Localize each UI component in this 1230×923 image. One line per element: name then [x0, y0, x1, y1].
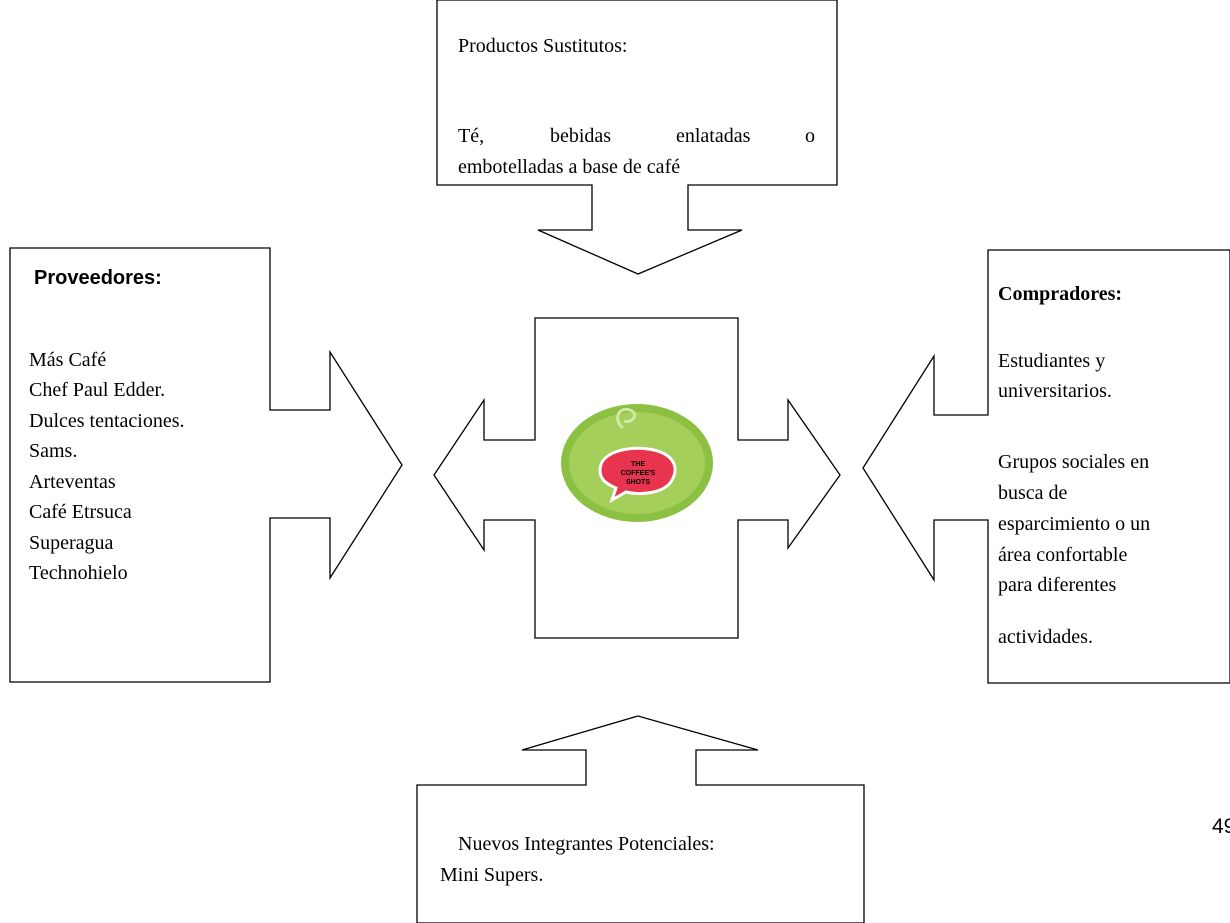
logo-text-line: SHOTS	[626, 479, 650, 486]
substitutes-word-2: bebidas	[550, 125, 611, 147]
page-number: 49	[1212, 815, 1230, 838]
logo-text-line: THE	[631, 461, 645, 468]
substitutes-word-4: o	[805, 125, 815, 147]
buyers-line: universitarios.	[998, 380, 1112, 402]
logo-text-line: COFFEE'S	[621, 470, 656, 477]
suppliers-item: Chef Paul Edder.	[29, 379, 165, 401]
substitutes-word-3: enlatadas	[676, 125, 751, 147]
bottom-arrow-shape	[416, 715, 865, 923]
suppliers-item: Technohielo	[29, 562, 128, 584]
suppliers-item: Arteventas	[29, 471, 116, 493]
buyers-title: Compradores:	[998, 283, 1122, 305]
substitutes-word-1: Té,	[458, 125, 484, 147]
buyers-line: Estudiantes y	[998, 350, 1105, 372]
suppliers-item: Más Café	[29, 349, 106, 371]
left-arrow-shape	[9, 247, 403, 683]
substitutes-text-line2: embotelladas a base de café	[458, 156, 680, 178]
buyers-line: para diferentes	[998, 574, 1116, 596]
suppliers-item: Superagua	[29, 532, 114, 554]
buyers-line: busca de	[998, 482, 1068, 504]
suppliers-title: Proveedores:	[34, 267, 162, 289]
suppliers-item: Dulces tentaciones.	[29, 410, 185, 432]
buyers-line: esparcimiento o un	[998, 513, 1150, 535]
buyers-line: área confortable	[998, 544, 1127, 566]
new-entrants-title: Nuevos Integrantes Potenciales:	[458, 833, 715, 855]
substitutes-title: Productos Sustitutos:	[458, 35, 627, 57]
new-entrants-line: Mini Supers.	[440, 864, 543, 886]
logo-swirl	[616, 407, 637, 430]
buyers-line: Grupos sociales en	[998, 451, 1149, 473]
coffee-shots-logo: THE COFFEE'S SHOTS	[561, 404, 713, 522]
substitutes-text-line1: Té, bebidas enlatadas o	[458, 125, 815, 147]
suppliers-item: Café Etrsuca	[29, 501, 132, 523]
buyers-line: actividades.	[998, 626, 1093, 648]
logo-speech-bubble	[598, 446, 677, 504]
top-arrow-shape	[436, 0, 838, 275]
suppliers-item: Sams.	[29, 440, 77, 462]
right-arrow-shape	[862, 249, 1230, 684]
